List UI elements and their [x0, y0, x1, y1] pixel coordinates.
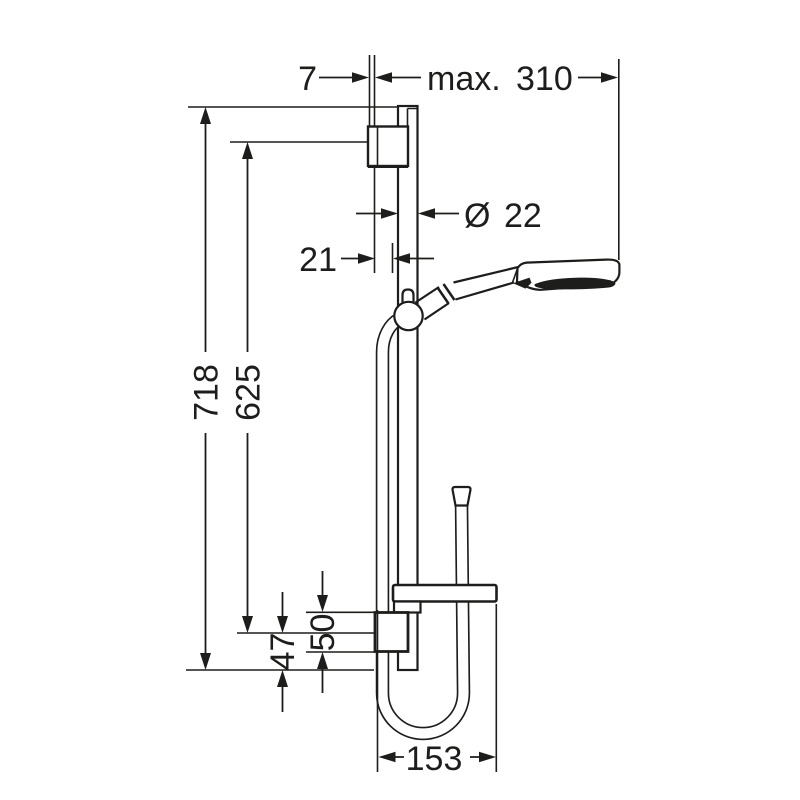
arrowhead: [242, 616, 253, 633]
dim-holder-offset: 21: [299, 241, 434, 279]
arrowhead: [200, 653, 211, 670]
arrowhead: [200, 107, 211, 124]
dim-label-wall-offset: 7: [298, 60, 317, 98]
arrowhead: [418, 208, 435, 219]
slider-ball-joint: [393, 300, 424, 332]
dim-end-offset: 47: [264, 592, 302, 712]
arrowhead: [277, 670, 288, 687]
bottom-bracket: [373, 611, 410, 653]
wall-reference-line: [368, 55, 376, 273]
dim-label-max-prefix: max.: [427, 60, 501, 98]
dim-bracket-height: 50: [304, 571, 342, 693]
dim-label-bracket-distance: 625: [230, 364, 268, 421]
arrowhead: [601, 72, 618, 83]
arrowhead: [375, 72, 392, 83]
arrowhead: [393, 253, 410, 264]
dim-label-end-offset: 47: [264, 633, 302, 671]
extension-lines: [186, 59, 620, 772]
arrowhead: [479, 751, 496, 763]
dim-max-reach: max. 310: [427, 60, 618, 98]
dim-wall-offset: 7: [298, 60, 421, 98]
dim-label-bracket-height: 50: [304, 614, 342, 652]
dim-bracket-distance: 625: [230, 142, 268, 633]
dim-loop-width: 153: [378, 740, 496, 778]
arrowhead: [242, 142, 253, 159]
arrowhead: [277, 616, 288, 633]
arrowhead: [381, 208, 398, 219]
arrowhead: [317, 652, 328, 669]
dim-label-holder-offset: 21: [299, 241, 337, 279]
arrowhead: [352, 72, 369, 83]
dim-label-diameter-symbol: Ø: [464, 197, 490, 235]
diverter-lever: [513, 277, 532, 289]
top-bracket: [366, 125, 410, 168]
dim-label-total-height: 718: [188, 364, 226, 421]
shower-hose: [375, 313, 471, 741]
dim-label-max-value: 310: [516, 60, 573, 98]
dim-label-diameter-value: 22: [504, 197, 542, 235]
dim-label-loop-width: 153: [406, 740, 463, 778]
hand-shower: [414, 258, 621, 321]
arrowhead: [358, 253, 375, 264]
arrowhead: [378, 751, 396, 763]
shower-rail: [396, 104, 419, 672]
spray-face: [534, 277, 616, 290]
hose-connector: [451, 485, 472, 507]
dim-rail-diameter: Ø 22: [356, 197, 542, 235]
soap-dish: [391, 583, 498, 614]
dim-total-height: 718: [188, 107, 226, 670]
arrowhead: [317, 595, 328, 612]
